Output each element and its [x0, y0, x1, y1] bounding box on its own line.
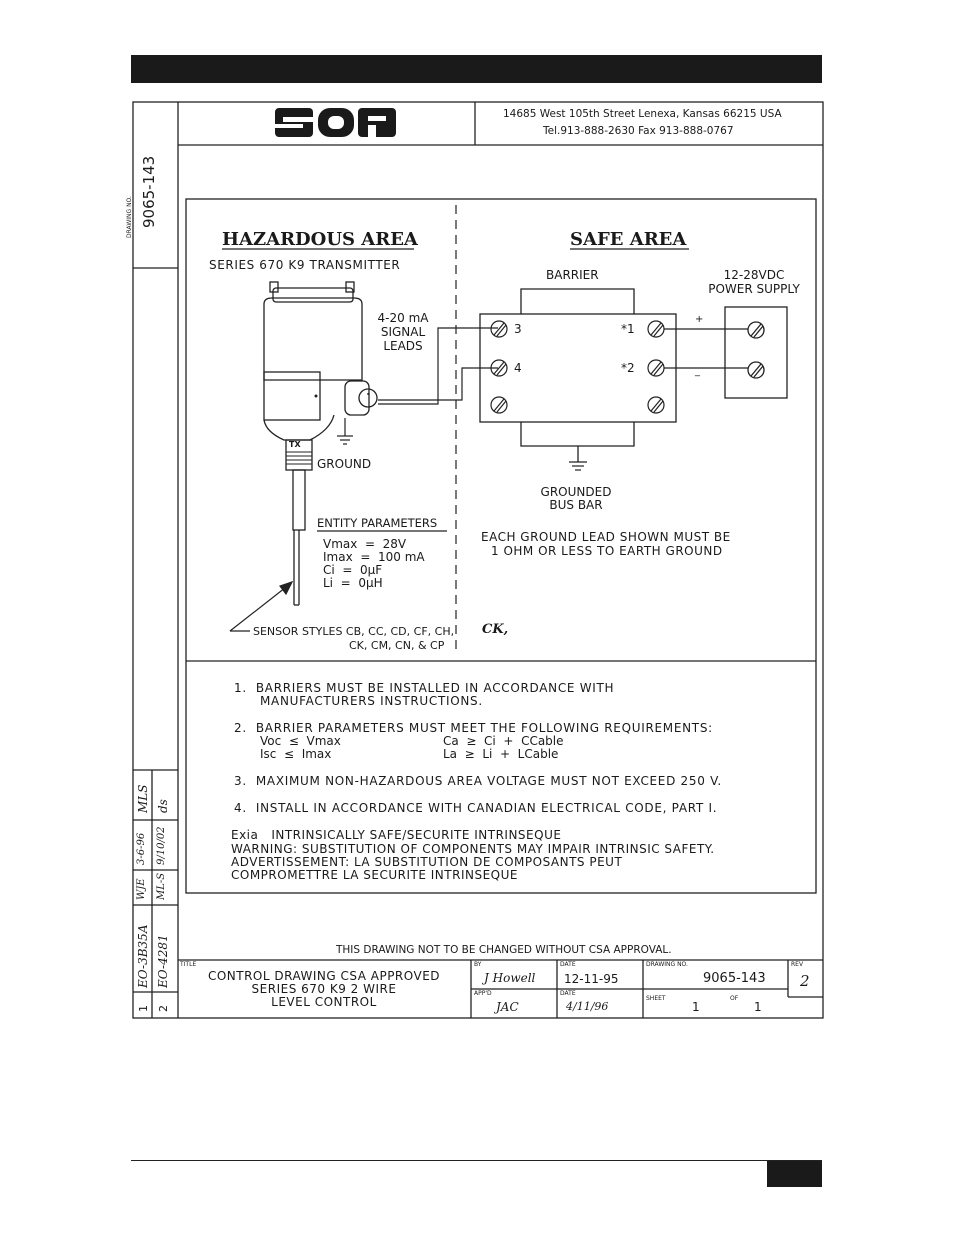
by-label: BY — [474, 961, 482, 968]
of-value: 1 — [754, 1000, 762, 1014]
initials-1: WJE — [136, 878, 147, 900]
note-2-voc: Voc ≤ Vmax — [260, 734, 341, 748]
note-1-line-1: 1. BARRIERS MUST BE INSTALLED IN ACCORDA… — [234, 681, 615, 695]
exia-line-2: WARNING: SUBSTITUTION OF COMPONENTS MAY … — [231, 842, 715, 856]
barrier-terminals — [490, 320, 665, 414]
bus-bar-line-2: BUS BAR — [549, 498, 603, 512]
bus-bar-line-1: GROUNDED — [540, 485, 612, 499]
transmitter-thread — [286, 451, 312, 465]
terminal-2-label: *2 — [621, 361, 635, 375]
sheet-value: 1 — [692, 1000, 700, 1014]
power-supply-box — [724, 306, 788, 399]
note-4: 4. INSTALL IN ACCORDANCE WITH CANADIAN E… — [234, 801, 718, 815]
date-label: DATE — [560, 961, 576, 968]
eo-number-2: EO-4281 — [156, 934, 170, 988]
signal-leads-line-3: LEADS — [383, 339, 423, 353]
entity-parameters-title: ENTITY PARAMETERS — [317, 516, 438, 530]
side-drawing-number: 9065-143 — [140, 155, 158, 228]
exia-line-4: COMPROMETTRE LA SECURITE INTRINSEQUE — [231, 868, 518, 882]
rev-number-2: 2 — [157, 1005, 170, 1012]
of-label: OF — [730, 995, 739, 1002]
date-1: 3-6-96 — [136, 832, 147, 865]
title-line-2: SERIES 670 K9 2 WIRE — [251, 982, 397, 996]
appd-label: APP'D — [474, 990, 492, 997]
transmitter-label: SERIES 670 K9 TRANSMITTER — [209, 258, 401, 272]
sor-logo — [275, 108, 396, 137]
date2-label: DATE — [560, 990, 576, 997]
drawing-no-block-label: DRAWING NO. — [646, 961, 688, 968]
ground-note-line-1: EACH GROUND LEAD SHOWN MUST BE — [481, 530, 731, 544]
terminal-3-label: 3 — [514, 322, 522, 336]
company-address: 14685 West 105th Street Lenexa, Kansas 6… — [503, 108, 782, 120]
minus-sign: _ — [695, 366, 700, 377]
diagram-frame — [185, 198, 817, 894]
note-2: 2. BARRIER PARAMETERS MUST MEET THE FOLL… — [234, 721, 713, 735]
sensor-styles-line-1: SENSOR STYLES CB, CC, CD, CF, CH, — [253, 625, 455, 638]
terminal-1-label: *1 — [621, 322, 635, 336]
bus-bar-ground-symbol — [569, 461, 587, 471]
hazardous-area-title: HAZARDOUS AREA — [222, 229, 418, 250]
drawing-no-value: 9065-143 — [703, 971, 766, 986]
entity-param-imax: Imax = 100 mA — [323, 550, 425, 564]
entity-param-vmax: Vmax = 28V — [323, 537, 407, 551]
date-value: 12-11-95 — [564, 972, 619, 986]
title-label: TITLE — [180, 961, 197, 968]
date2-value: 4/11/96 — [566, 1000, 609, 1013]
exia-line-3: ADVERTISSEMENT: LA SUBSTITUTION DE COMPO… — [231, 855, 623, 869]
barrier-label: BARRIER — [546, 268, 599, 282]
title-line-1: CONTROL DRAWING CSA APPROVED — [207, 969, 441, 983]
barrier-box — [479, 288, 677, 462]
exia-line-1: Exia INTRINSICALLY SAFE/SECURITE INTRINS… — [231, 828, 562, 842]
plus-sign: + — [695, 314, 704, 325]
transmitter-housing — [263, 281, 378, 606]
sensor-leader-arrow — [229, 580, 294, 632]
signal-leads-line-2: SIGNAL — [380, 325, 426, 339]
footer-rule — [131, 1160, 822, 1161]
initials-2: ML-S — [156, 872, 167, 900]
transmitter-ground-symbol — [337, 418, 353, 445]
note-2-ca: Ca ≥ Ci + CCable — [443, 734, 564, 748]
page-number-box — [767, 1161, 822, 1187]
drawing-no-label: DRAWING NO. — [126, 196, 133, 238]
power-supply-line-2: POWER SUPPLY — [708, 282, 800, 296]
sensor-styles-handwritten: CK, — [482, 622, 509, 637]
appd-value: JAC — [496, 1000, 519, 1014]
date-2: 9/10/02 — [156, 826, 167, 865]
csa-note: THIS DRAWING NOT TO BE CHANGED WITHOUT C… — [336, 944, 672, 956]
entity-param-ci: Ci = 0μF — [323, 563, 383, 577]
title-line-3: LEVEL CONTROL — [271, 995, 377, 1009]
note-1-line-2: MANUFACTURERS INSTRUCTIONS. — [260, 694, 483, 708]
sheet-label: SHEET — [646, 995, 666, 1002]
by-value: J Howell — [484, 971, 536, 985]
tx-label: TX — [289, 440, 301, 449]
power-supply-line-1: 12-28VDC — [723, 268, 785, 282]
rev-label: REV — [791, 961, 804, 968]
drawing-border — [132, 101, 824, 1019]
signal-leads-line-1: 4-20 mA — [377, 311, 429, 325]
safe-area-title: SAFE AREA — [570, 229, 687, 250]
note-3: 3. MAXIMUM NON-HAZARDOUS AREA VOLTAGE MU… — [234, 774, 722, 788]
approval-1: MLS — [136, 784, 150, 813]
header-bar — [131, 55, 822, 83]
supply-wires — [664, 328, 748, 369]
note-2-la: La ≥ Li + LCable — [443, 747, 559, 761]
terminal-4-label: 4 — [514, 361, 522, 375]
rev-number-1: 1 — [137, 1005, 150, 1012]
ground-note-line-2: 1 OHM OR LESS TO EARTH GROUND — [491, 544, 723, 558]
entity-param-li: Li = 0μH — [323, 576, 383, 590]
approval-2: ds — [156, 799, 170, 813]
rev-value: 2 — [800, 972, 810, 990]
note-2-isc: Isc ≤ Imax — [260, 747, 332, 761]
sensor-styles-line-2: CK, CM, CN, & CP — [349, 639, 445, 652]
company-phone: Tel.913-888-2630 Fax 913-888-0767 — [543, 125, 734, 137]
ground-label: GROUND — [317, 457, 372, 471]
eo-number-1: EO-3B35A — [136, 924, 150, 988]
